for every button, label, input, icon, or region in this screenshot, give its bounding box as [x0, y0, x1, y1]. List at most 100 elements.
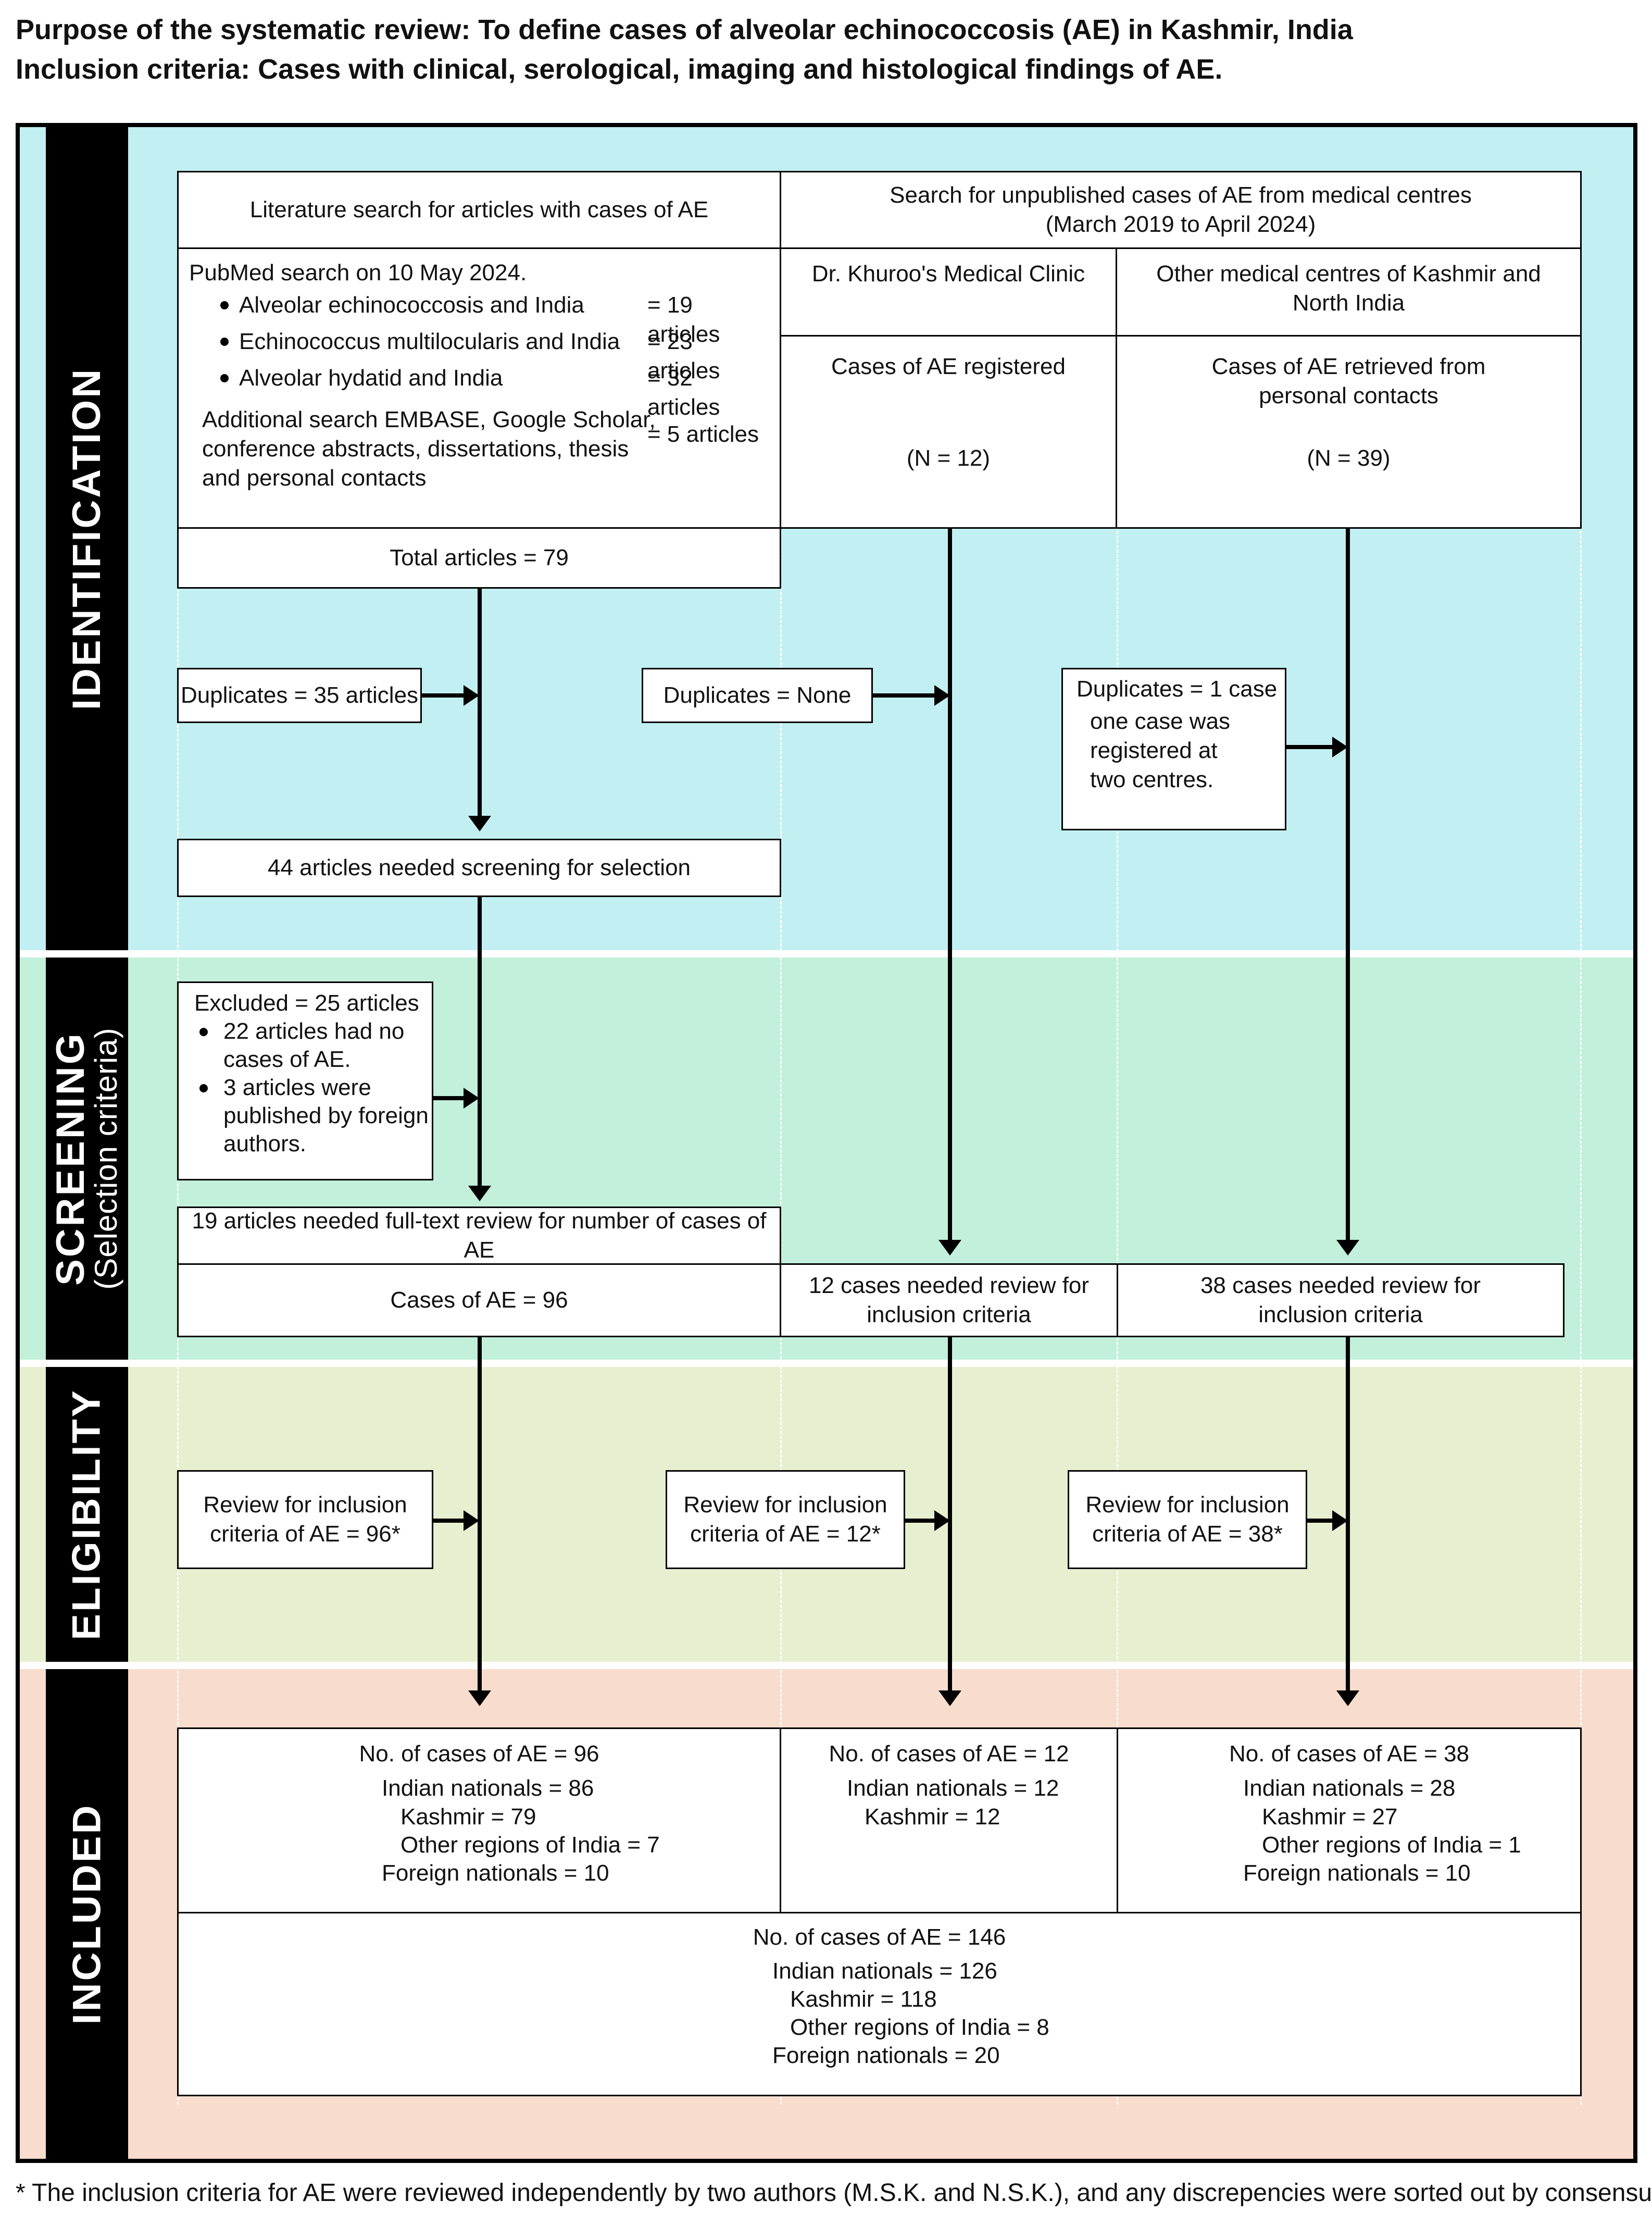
excluded-heading: Excluded = 25 articles	[194, 990, 419, 1016]
review-38-text: 38 cases needed review for	[1200, 1273, 1481, 1298]
flow-line	[948, 529, 952, 1242]
duplicates-articles-text: Duplicates = 35 articles	[180, 682, 419, 708]
duplicates-none-box: Duplicates = None	[642, 668, 873, 723]
search-count: = 19 articles	[647, 292, 720, 347]
flow-line	[948, 1337, 952, 1693]
eligibility-review-text: criteria of AE = 96*	[210, 1521, 401, 1547]
duplicates-case-note: one case was	[1090, 708, 1231, 734]
search-item: Alveolar hydatid and India = 32 articles	[189, 364, 769, 420]
eligibility-sidebar	[46, 1367, 128, 1662]
included-col1-cases: No. of cases of AE = 96	[359, 1741, 599, 1767]
pubmed-search-box: PubMed search on 10 May 2024. Alveolar e…	[177, 247, 781, 529]
duplicates-case-heading: Duplicates = 1 case	[1077, 676, 1278, 702]
right-arrow	[934, 685, 950, 706]
right-arrow	[464, 1088, 479, 1109]
included-col2-cases: No. of cases of AE = 12	[829, 1741, 1069, 1767]
footnote: * The inclusion criteria for AE were rev…	[16, 2179, 1652, 2207]
included-total-indian: Indian nationals = 126	[772, 1958, 997, 1984]
included-col1-foreign: Foreign nationals = 10	[382, 1860, 609, 1886]
eligibility-review-96-box: Review for inclusion criteria of AE = 96…	[177, 1470, 433, 1569]
included-col1-kashmir: Kashmir = 79	[401, 1804, 536, 1830]
review-12-box: 12 cases needed review for inclusion cri…	[780, 1263, 1118, 1337]
down-arrow	[468, 1186, 491, 1201]
included-total-foreign: Foreign nationals = 20	[772, 2043, 1000, 2068]
other-centres-cell: Other medical centres of Kashmir and Nor…	[1117, 249, 1580, 337]
down-arrow	[938, 1690, 961, 1706]
side-connector	[433, 1096, 465, 1100]
unpublished-search-box: Search for unpublished cases of AE from …	[780, 171, 1582, 249]
flow-line	[478, 1337, 482, 1693]
inclusion-criteria-heading: Inclusion criteria: Cases with clinical,…	[16, 54, 1223, 85]
included-col2-cell: No. of cases of AE = 12 Indian nationals…	[781, 1729, 1118, 1913]
included-col1-indian: Indian nationals = 86	[382, 1775, 594, 1801]
included-col3-foreign: Foreign nationals = 10	[1243, 1860, 1471, 1886]
pubmed-heading: PubMed search on 10 May 2024.	[189, 260, 527, 285]
included-total-cases: No. of cases of AE = 146	[753, 1924, 1006, 1950]
side-connector	[422, 693, 465, 698]
excluded-reason-text: 22 articles had no	[223, 1018, 405, 1044]
right-arrow	[934, 1510, 950, 1531]
included-col2-kashmir: Kashmir = 12	[865, 1804, 1000, 1830]
eligibility-review-38-box: Review for inclusion criteria of AE = 38…	[1068, 1470, 1307, 1569]
included-col3-other: Other regions of India = 1	[1262, 1832, 1521, 1858]
included-col1-other: Other regions of India = 7	[401, 1832, 660, 1858]
down-arrow	[468, 1690, 491, 1706]
eligibility-review-text: criteria of AE = 12*	[690, 1521, 881, 1547]
additional-search-line: Additional search EMBASE, Google Scholar…	[202, 407, 656, 432]
additional-search-line: and personal contacts	[202, 465, 427, 491]
needed-screening-box: 44 articles needed screening for selecti…	[177, 839, 781, 897]
review-12-text: 12 cases needed review for	[808, 1273, 1090, 1298]
down-arrow	[1336, 1690, 1359, 1706]
khuroo-clinic-title: Dr. Khuroo's Medical Clinic	[811, 261, 1085, 287]
side-connector	[1286, 745, 1333, 749]
needed-screening-text: 44 articles needed screening for selecti…	[267, 855, 691, 880]
unpublished-search-dates: (March 2019 to April 2024)	[1045, 212, 1316, 237]
khuroo-clinic-cell: Dr. Khuroo's Medical Clinic	[781, 249, 1117, 337]
search-item: Echinococcus multilocularis and India = …	[189, 327, 769, 383]
search-term: Echinococcus multilocularis and India	[215, 327, 769, 356]
review-38-text: inclusion criteria	[1258, 1302, 1423, 1327]
excluded-reason: 3 articles were	[194, 1074, 432, 1102]
duplicates-none-text: Duplicates = None	[663, 682, 852, 708]
side-connector	[873, 693, 935, 698]
literature-search-box: Literature search for articles with case…	[177, 171, 781, 249]
screening-sidebar	[46, 957, 128, 1360]
cases-ae-box: Cases of AE = 96	[177, 1263, 781, 1337]
included-col2-indian: Indian nationals = 12	[847, 1775, 1059, 1801]
included-sidebar	[46, 1669, 128, 2159]
duplicates-case-box: Duplicates = 1 case one case was registe…	[1061, 668, 1286, 830]
total-articles-text: Total articles = 79	[390, 545, 569, 570]
down-arrow	[468, 816, 491, 831]
unpublished-centres-box: Dr. Khuroo's Medical Clinic Other medica…	[780, 247, 1582, 529]
purpose-heading: Purpose of the systematic review: To def…	[16, 14, 1353, 45]
flow-line	[1346, 529, 1350, 1242]
included-col1-cell: No. of cases of AE = 96 Indian nationals…	[179, 1729, 781, 1913]
included-col3-indian: Indian nationals = 28	[1243, 1775, 1456, 1801]
identification-sidebar	[46, 127, 128, 950]
full-text-review-box: 19 articles needed full-text review for …	[177, 1207, 781, 1265]
duplicates-case-note: registered at	[1090, 738, 1218, 763]
search-item: Alveolar echinococcosis and India = 19 a…	[189, 291, 769, 347]
additional-search-count: = 5 articles	[647, 421, 759, 447]
review-12-text: inclusion criteria	[867, 1302, 1031, 1327]
flow-line	[478, 897, 482, 1189]
excluded-reason-text: authors.	[223, 1131, 306, 1156]
search-term: Alveolar hydatid and India	[215, 364, 769, 393]
other-retrieved-label: personal contacts	[1259, 383, 1438, 408]
duplicates-articles-box: Duplicates = 35 articles	[177, 668, 422, 723]
literature-search-title: Literature search for articles with case…	[249, 197, 709, 222]
additional-search: Additional search EMBASE, Google Scholar…	[189, 405, 769, 493]
review-38-box: 38 cases needed review for inclusion cri…	[1117, 1263, 1565, 1337]
right-arrow	[464, 1510, 479, 1531]
flow-line	[1346, 1337, 1350, 1693]
khuroo-registered-label: Cases of AE registered	[831, 354, 1066, 379]
other-n-value: (N = 39)	[1307, 445, 1391, 471]
included-col3-kashmir: Kashmir = 27	[1262, 1804, 1398, 1830]
other-centres-title: North India	[1292, 290, 1405, 316]
full-text-review-text: 19 articles needed full-text review for …	[192, 1208, 767, 1263]
included-results-box: No. of cases of AE = 96 Indian nationals…	[177, 1727, 1582, 2096]
khuroo-registered-cell: Cases of AE registered (N = 12)	[781, 337, 1117, 527]
excluded-reason-text: cases of AE.	[223, 1047, 351, 1072]
search-count: = 32 articles	[647, 365, 720, 420]
unpublished-search-title: Search for unpublished cases of AE from …	[890, 182, 1472, 208]
